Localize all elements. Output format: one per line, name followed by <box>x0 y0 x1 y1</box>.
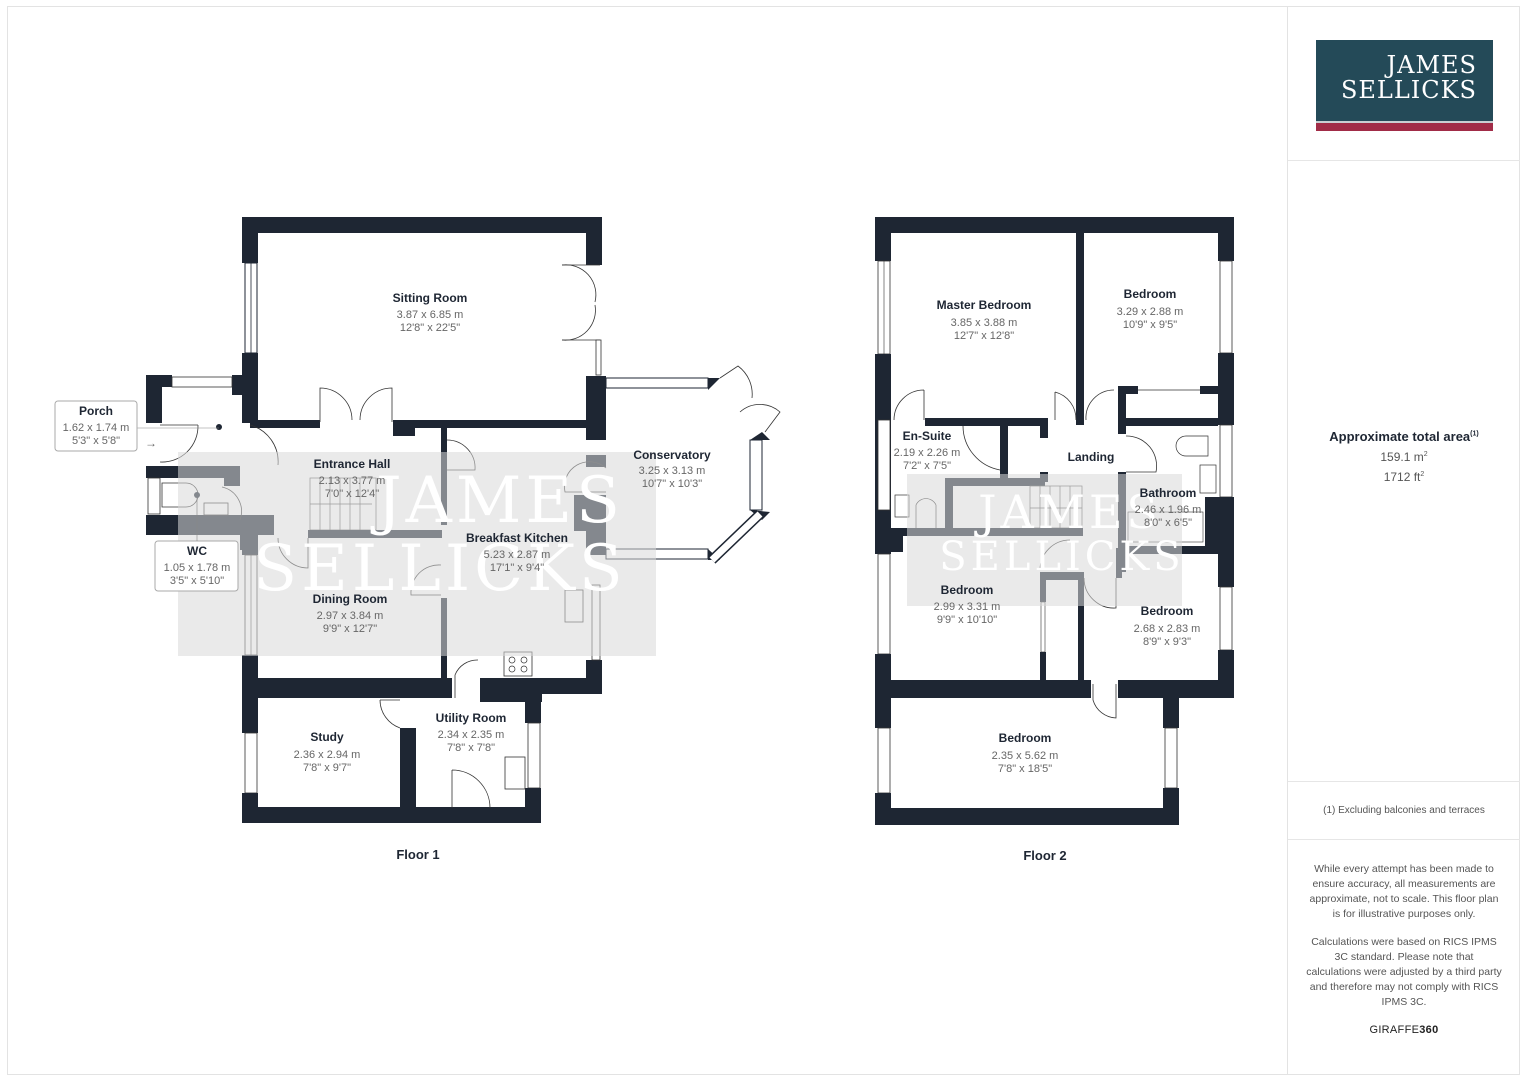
area-imperial: 1712 ft2 <box>1383 470 1425 484</box>
svg-text:7'8" x 7'8": 7'8" x 7'8" <box>447 742 495 754</box>
svg-text:Bedroom: Bedroom <box>999 731 1052 745</box>
svg-text:2.13 x 3.77 m: 2.13 x 3.77 m <box>319 475 386 487</box>
svg-text:2.35 x 5.62 m: 2.35 x 5.62 m <box>992 750 1059 762</box>
watermark-text: JAMES <box>974 485 1162 539</box>
svg-text:2.46 x 1.96 m: 2.46 x 1.96 m <box>1135 504 1202 516</box>
svg-text:12'8" x 22'5": 12'8" x 22'5" <box>400 322 460 334</box>
svg-text:Dining Room: Dining Room <box>313 592 388 606</box>
svg-text:3.87 x 6.85 m: 3.87 x 6.85 m <box>397 309 464 321</box>
svg-text:3.29 x 2.88 m: 3.29 x 2.88 m <box>1117 306 1184 318</box>
floor-1-label: Floor 1 <box>396 847 439 862</box>
svg-text:Bedroom: Bedroom <box>941 583 994 597</box>
svg-text:Bathroom: Bathroom <box>1140 486 1197 500</box>
brand-logo: JAMES SELLICKS <box>1316 40 1493 124</box>
room-bedroom-5: Bedroom 2.35 x 5.62 m 7'8" x 18'5" <box>992 731 1059 775</box>
svg-text:3'5" x 5'10": 3'5" x 5'10" <box>170 575 224 587</box>
room-wc: WC 1.05 x 1.78 m 3'5" x 5'10" <box>164 544 231 587</box>
svg-text:Landing: Landing <box>1068 450 1115 464</box>
svg-text:Bedroom: Bedroom <box>1141 604 1194 618</box>
svg-text:Study: Study <box>310 730 344 744</box>
room-master-bedroom: Master Bedroom 3.85 x 3.88 m 12'7" x 12'… <box>937 298 1032 342</box>
room-bedroom-4: Bedroom 2.68 x 2.83 m 8'9" x 9'3" <box>1134 604 1201 648</box>
room-sitting-room: Sitting Room 3.87 x 6.85 m 12'8" x 22'5" <box>393 291 468 334</box>
svg-text:→: → <box>145 436 157 450</box>
room-conservatory: Conservatory 3.25 x 3.13 m 10'7" x 10'3" <box>633 448 711 490</box>
svg-text:2.34 x 2.35 m: 2.34 x 2.35 m <box>438 729 505 741</box>
room-porch: Porch 1.62 x 1.74 m 5'3" x 5'8" <box>63 404 130 447</box>
watermark-text: JAMES <box>370 464 624 538</box>
room-bedroom-2: Bedroom 3.29 x 2.88 m 10'9" x 9'5" <box>1117 287 1184 331</box>
svg-text:8'9" x 9'3": 8'9" x 9'3" <box>1143 636 1191 648</box>
svg-text:10'9" x 9'5": 10'9" x 9'5" <box>1123 319 1177 331</box>
svg-text:1.62 x 1.74 m: 1.62 x 1.74 m <box>63 422 130 434</box>
logo-text-line2: SELLICKS <box>1340 76 1477 104</box>
floor-plan-area: JAMES SELLICKS → Sitting Room 3.87 x 6.8… <box>54 217 1234 863</box>
svg-text:Porch: Porch <box>79 404 113 418</box>
svg-text:5'3" x 5'8": 5'3" x 5'8" <box>72 435 120 447</box>
svg-text:7'8" x 9'7": 7'8" x 9'7" <box>303 762 351 774</box>
info-sidebar: JAMES SELLICKS Approximate total area(1)… <box>1287 6 1520 1075</box>
svg-text:7'8" x 18'5": 7'8" x 18'5" <box>998 763 1052 775</box>
floor-1-plan: JAMES SELLICKS → Sitting Room 3.87 x 6.8… <box>54 217 781 862</box>
watermark-band <box>907 474 1182 606</box>
svg-text:Breakfast Kitchen: Breakfast Kitchen <box>466 531 568 545</box>
svg-text:10'7" x 10'3": 10'7" x 10'3" <box>642 478 702 490</box>
room-utility-room: Utility Room 2.34 x 2.35 m 7'8" x 7'8" <box>436 711 507 754</box>
svg-text:17'1" x 9'4": 17'1" x 9'4" <box>490 562 544 574</box>
svg-text:3.85 x 3.88 m: 3.85 x 3.88 m <box>951 317 1018 329</box>
svg-text:7'0" x 12'4": 7'0" x 12'4" <box>325 488 379 500</box>
watermark-band <box>178 452 656 656</box>
watermark-text: SELLICKS <box>253 532 626 606</box>
svg-text:8'0" x 6'5": 8'0" x 6'5" <box>1144 517 1192 529</box>
svg-text:5.23 x 2.87 m: 5.23 x 2.87 m <box>484 549 551 561</box>
page-frame <box>7 6 1520 1075</box>
svg-text:Conservatory: Conservatory <box>633 448 711 462</box>
room-bathroom: Bathroom 2.46 x 1.96 m 8'0" x 6'5" <box>1135 486 1202 529</box>
logo-section: JAMES SELLICKS <box>1288 6 1520 161</box>
svg-text:1.05 x 1.78 m: 1.05 x 1.78 m <box>164 562 231 574</box>
room-study: Study 2.36 x 2.94 m 7'8" x 9'7" <box>294 730 361 774</box>
provider-logo: GIRAFFE360 <box>1369 1024 1439 1036</box>
svg-text:2.99 x 3.31 m: 2.99 x 3.31 m <box>934 601 1001 613</box>
floor-2-plan: JAMES SELLICKS Master Bedroom 3.85 x 3.8… <box>875 217 1234 863</box>
room-dining-room: Dining Room 2.97 x 3.84 m 9'9" x 12'7" <box>313 592 388 635</box>
svg-text:En-Suite: En-Suite <box>903 429 952 443</box>
area-section: Approximate total area(1) 159.1 m2 1712 … <box>1288 161 1520 782</box>
room-landing: Landing <box>1068 450 1115 464</box>
room-bedroom-3: Bedroom 2.99 x 3.31 m 9'9" x 10'10" <box>934 583 1001 626</box>
svg-text:2.68 x 2.83 m: 2.68 x 2.83 m <box>1134 623 1201 635</box>
svg-text:9'9" x 10'10": 9'9" x 10'10" <box>937 614 997 626</box>
svg-text:Bedroom: Bedroom <box>1124 287 1177 301</box>
svg-text:2.97 x 3.84 m: 2.97 x 3.84 m <box>317 610 384 622</box>
disclaimer-calculations: Calculations were based on RICS IPMS 3C … <box>1306 936 1502 1008</box>
room-breakfast-kitchen: Breakfast Kitchen 5.23 x 2.87 m 17'1" x … <box>466 531 568 574</box>
svg-text:9'9" x 12'7": 9'9" x 12'7" <box>323 623 377 635</box>
logo-text-line1: JAMES <box>1386 51 1477 79</box>
disclaimer-section: While every attempt has been made to ens… <box>1288 840 1520 1038</box>
room-entrance-hall: Entrance Hall 2.13 x 3.77 m 7'0" x 12'4" <box>314 457 391 500</box>
watermark-text: SELLICKS <box>939 534 1184 580</box>
svg-text:2.19 x 2.26 m: 2.19 x 2.26 m <box>894 447 961 459</box>
floor-2-label: Floor 2 <box>1023 848 1066 863</box>
logo-divider <box>1316 121 1493 123</box>
disclaimer-accuracy: While every attempt has been made to ens… <box>1309 863 1499 920</box>
svg-text:Entrance Hall: Entrance Hall <box>314 457 391 471</box>
svg-text:7'2" x 7'5": 7'2" x 7'5" <box>903 460 951 472</box>
area-title: Approximate total area(1) <box>1329 429 1479 444</box>
area-metric: 159.1 m2 <box>1380 450 1428 464</box>
svg-text:Utility Room: Utility Room <box>436 711 507 725</box>
svg-text:3.25 x 3.13 m: 3.25 x 3.13 m <box>639 465 706 477</box>
svg-text:Master Bedroom: Master Bedroom <box>937 298 1032 312</box>
svg-text:12'7" x 12'8": 12'7" x 12'8" <box>954 330 1014 342</box>
logo-accent-bar <box>1316 123 1493 131</box>
room-en-suite: En-Suite 2.19 x 2.26 m 7'2" x 7'5" <box>894 429 961 472</box>
svg-text:Sitting Room: Sitting Room <box>393 291 468 305</box>
area-footnote: (1) Excluding balconies and terraces <box>1288 782 1520 840</box>
svg-text:WC: WC <box>187 544 207 558</box>
svg-text:2.36 x 2.94 m: 2.36 x 2.94 m <box>294 749 361 761</box>
